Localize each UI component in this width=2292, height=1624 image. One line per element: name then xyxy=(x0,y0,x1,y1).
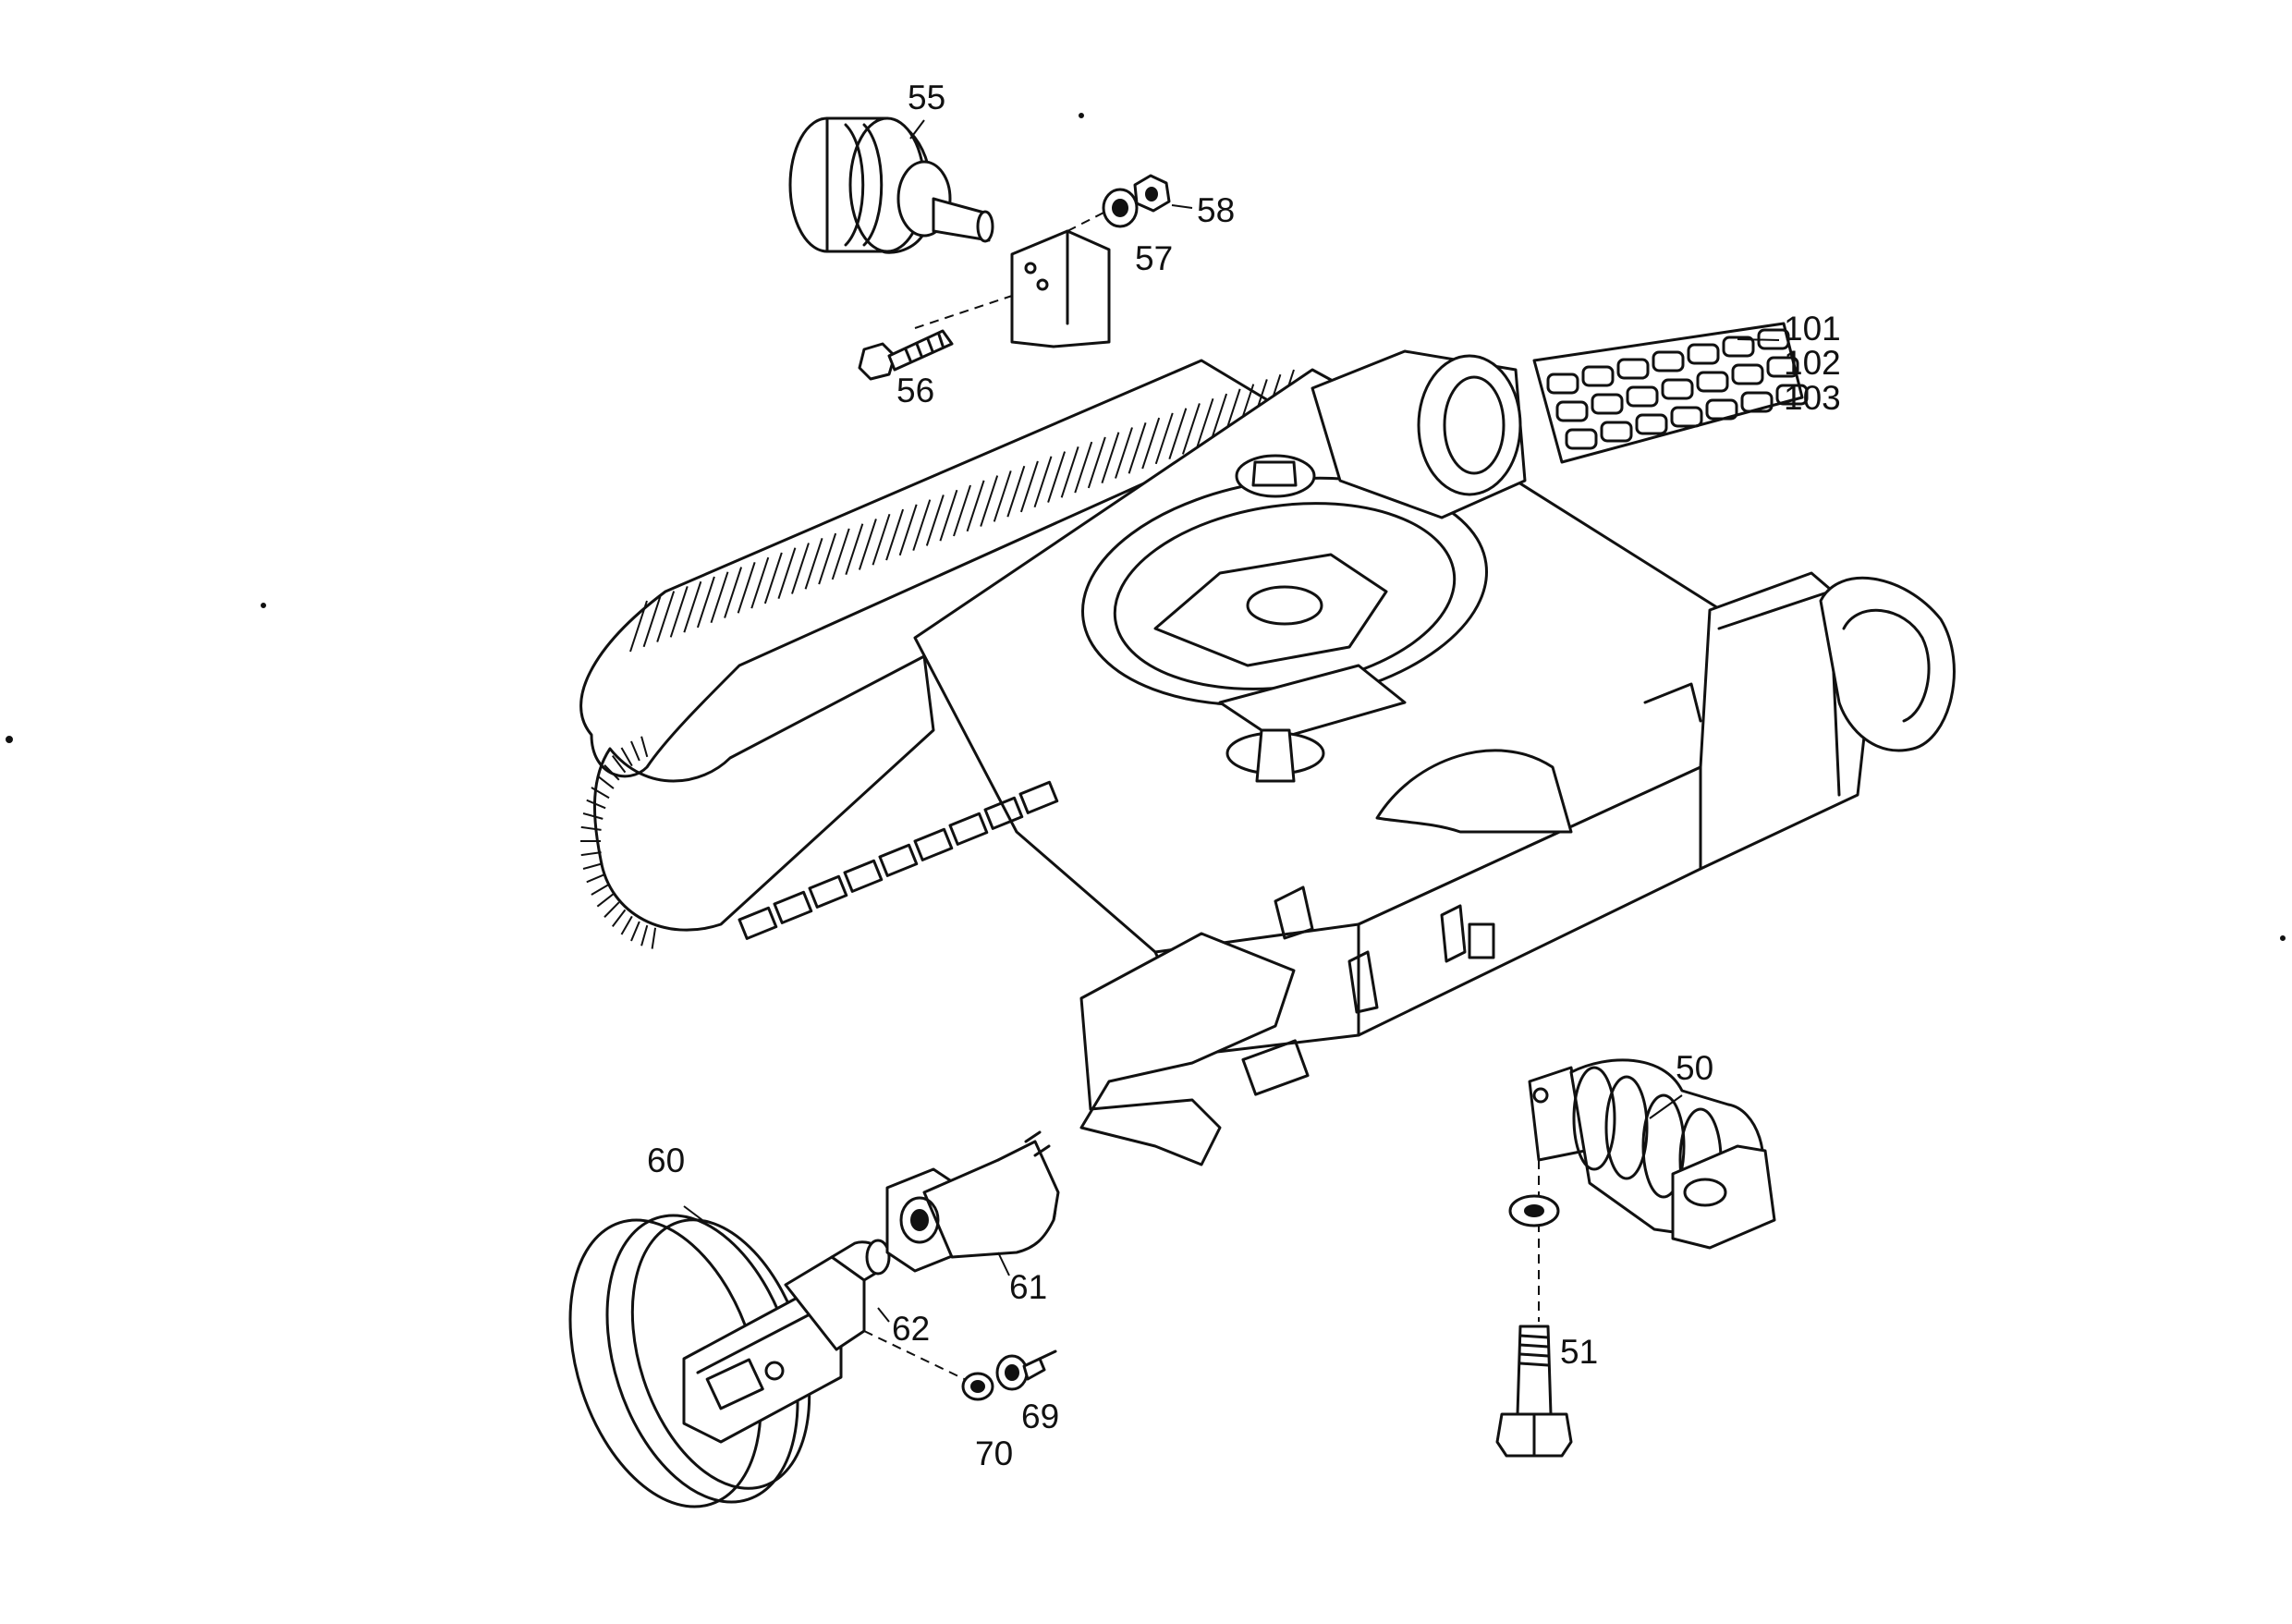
bolt-56[interactable] xyxy=(858,329,954,381)
bolt-51[interactable] xyxy=(1495,1325,1573,1458)
label-57: 57 xyxy=(1135,239,1173,277)
tension-cylinder-61[interactable] xyxy=(885,1130,1060,1273)
label-56: 56 xyxy=(896,372,934,409)
grease-fitting-69[interactable] xyxy=(995,1349,1057,1391)
track-chain-101-103[interactable] xyxy=(1532,322,1809,464)
label-60: 60 xyxy=(647,1142,685,1179)
washer-57[interactable] xyxy=(1102,188,1139,228)
label-102: 102 xyxy=(1784,344,1841,382)
label-55: 55 xyxy=(908,79,945,116)
label-61: 61 xyxy=(1009,1268,1047,1306)
washer-51 xyxy=(1508,1194,1560,1227)
washer-70[interactable] xyxy=(961,1372,994,1401)
callout-labels: 55 56 57 58 101 102 103 50 51 60 61 62 6… xyxy=(647,79,1841,1472)
label-51: 51 xyxy=(1560,1333,1598,1371)
left-track xyxy=(579,359,1296,949)
label-58: 58 xyxy=(1197,191,1235,229)
label-70: 70 xyxy=(975,1435,1013,1472)
label-103: 103 xyxy=(1784,379,1841,417)
label-101: 101 xyxy=(1784,310,1841,348)
front-idler-60[interactable] xyxy=(536,1191,891,1531)
main-frame xyxy=(738,349,1956,1166)
label-62: 62 xyxy=(892,1310,930,1348)
carrier-roller-55[interactable] xyxy=(788,116,994,254)
label-69: 69 xyxy=(1021,1398,1059,1435)
roller-bracket xyxy=(1010,229,1111,348)
slew-ring xyxy=(1081,476,1488,741)
label-50: 50 xyxy=(1676,1049,1713,1087)
undercarriage-frame xyxy=(579,349,1956,1166)
connector-56 xyxy=(914,295,1013,329)
track-roller-50[interactable] xyxy=(1528,1058,1776,1250)
leader-lines xyxy=(683,119,1780,1323)
connector-62 xyxy=(863,1330,981,1387)
scan-specks xyxy=(6,113,2286,941)
nut-58[interactable] xyxy=(1133,174,1171,213)
